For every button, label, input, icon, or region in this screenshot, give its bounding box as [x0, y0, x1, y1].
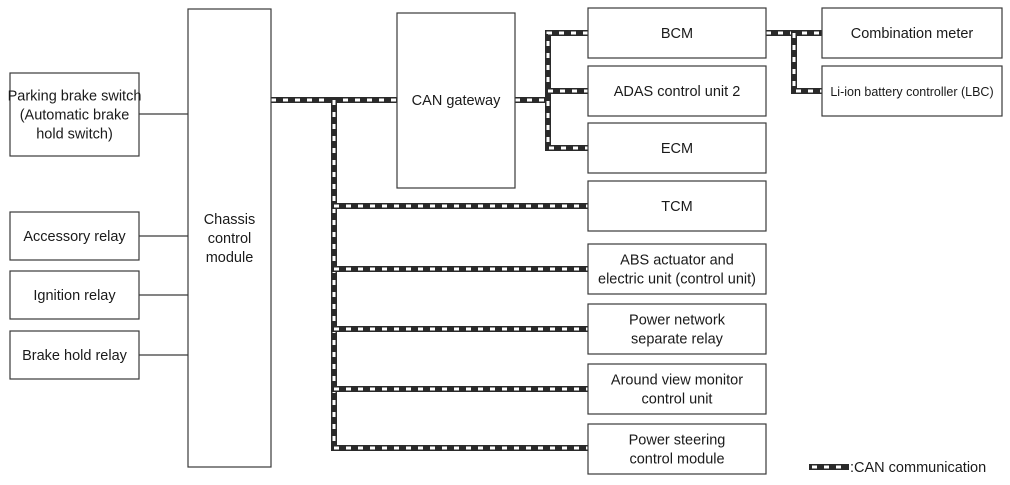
power-steering-control-module-label-line: control module — [629, 452, 724, 468]
power-network-separate-relay-label-line: Power network — [629, 313, 726, 329]
can-bus-line — [791, 30, 825, 94]
abs-actuator-box-frame — [587, 243, 767, 295]
wires-layer — [139, 113, 188, 356]
parking-brake-switch-label-line: Parking brake switch — [8, 89, 142, 105]
accessory-relay-box: Accessory relay — [9, 211, 140, 261]
chassis-control-module-label-line: Chassis — [204, 212, 256, 228]
combination-meter-box-frame — [821, 7, 1003, 59]
bcm-label-line: BCM — [661, 26, 693, 42]
combination-meter-box: Combination meter — [821, 7, 1003, 59]
ecm-box: ECM — [587, 122, 767, 174]
ignition-relay-box: Ignition relay — [9, 270, 140, 320]
ecm-box-frame — [587, 122, 767, 174]
power-network-separate-relay-box: Power network separate relay — [587, 303, 767, 355]
tcm-label-line: TCM — [661, 199, 692, 215]
power-steering-control-module-label-line: Power steering — [629, 433, 726, 449]
can-bus-line-dash — [332, 100, 588, 450]
abs-actuator-label-line: electric unit (control unit) — [598, 272, 756, 288]
chassis-control-module-label-line: module — [206, 250, 254, 266]
parking-brake-switch-box: Parking brake switch (Automatic brake hold… — [8, 72, 142, 157]
bcm-box: BCM — [587, 7, 767, 59]
power-network-separate-relay-box-frame — [587, 303, 767, 355]
brake-hold-relay-box-frame — [9, 330, 140, 380]
brake-hold-relay-box: Brake hold relay — [9, 330, 140, 380]
ignition-relay-box-frame — [9, 270, 140, 320]
chassis-control-module-frame — [187, 8, 272, 468]
around-view-monitor-box-frame — [587, 363, 767, 415]
li-ion-battery-controller-box-frame — [821, 65, 1003, 117]
chassis-control-module-label-line: control — [208, 231, 252, 247]
ignition-relay-label-line: Ignition relay — [33, 288, 116, 304]
chassis-control-module-box: Chassis control module — [187, 8, 272, 468]
can-gateway-label: CAN gateway — [412, 93, 501, 109]
around-view-monitor-label-line: Around view monitor — [611, 373, 743, 389]
ecm-label-line: ECM — [661, 141, 693, 157]
abs-actuator-label-line: ABS actuator and — [620, 253, 734, 269]
accessory-relay-box-frame — [9, 211, 140, 261]
can-bus-layer — [268, 30, 825, 451]
parking-brake-switch-box-frame — [9, 72, 140, 157]
tcm-box: TCM — [587, 180, 767, 232]
can-gateway-frame — [396, 12, 516, 189]
brake-hold-relay-label-line: Brake hold relay — [22, 348, 128, 364]
can-bus-line-dash — [792, 33, 822, 93]
parking-brake-switch-label-line: (Automatic brake — [20, 108, 130, 124]
can-gateway-box: CAN gateway — [396, 12, 516, 189]
li-ion-battery-controller-label-line: Li-ion battery controller (LBC) — [830, 85, 993, 99]
adas-control-unit-2-box: ADAS control unit 2 — [587, 65, 767, 117]
around-view-monitor-box: Around view monitor control unit — [587, 363, 767, 415]
li-ion-battery-controller-box: Li-ion battery controller (LBC) — [821, 65, 1003, 117]
boxes-layer: Parking brake switch (Automatic brake hold… — [8, 7, 1003, 475]
power-network-separate-relay-label-line: separate relay — [631, 332, 724, 348]
adas-control-unit-2-box-frame — [587, 65, 767, 117]
tcm-box-frame — [587, 180, 767, 232]
power-steering-control-module-box-frame — [587, 423, 767, 475]
abs-actuator-box: ABS actuator and electric unit (control u… — [587, 243, 767, 295]
combination-meter-label-line: Combination meter — [851, 26, 974, 42]
legend: :CAN communication — [809, 460, 986, 476]
adas-control-unit-2-label-line: ADAS control unit 2 — [614, 84, 741, 100]
parking-brake-switch-label-line: hold switch) — [36, 127, 113, 143]
power-steering-control-module-box: Power steering control module — [587, 423, 767, 475]
legend-label: :CAN communication — [850, 460, 986, 476]
bcm-box-frame — [587, 7, 767, 59]
around-view-monitor-label-line: control unit — [642, 392, 713, 408]
accessory-relay-label-line: Accessory relay — [23, 229, 126, 245]
